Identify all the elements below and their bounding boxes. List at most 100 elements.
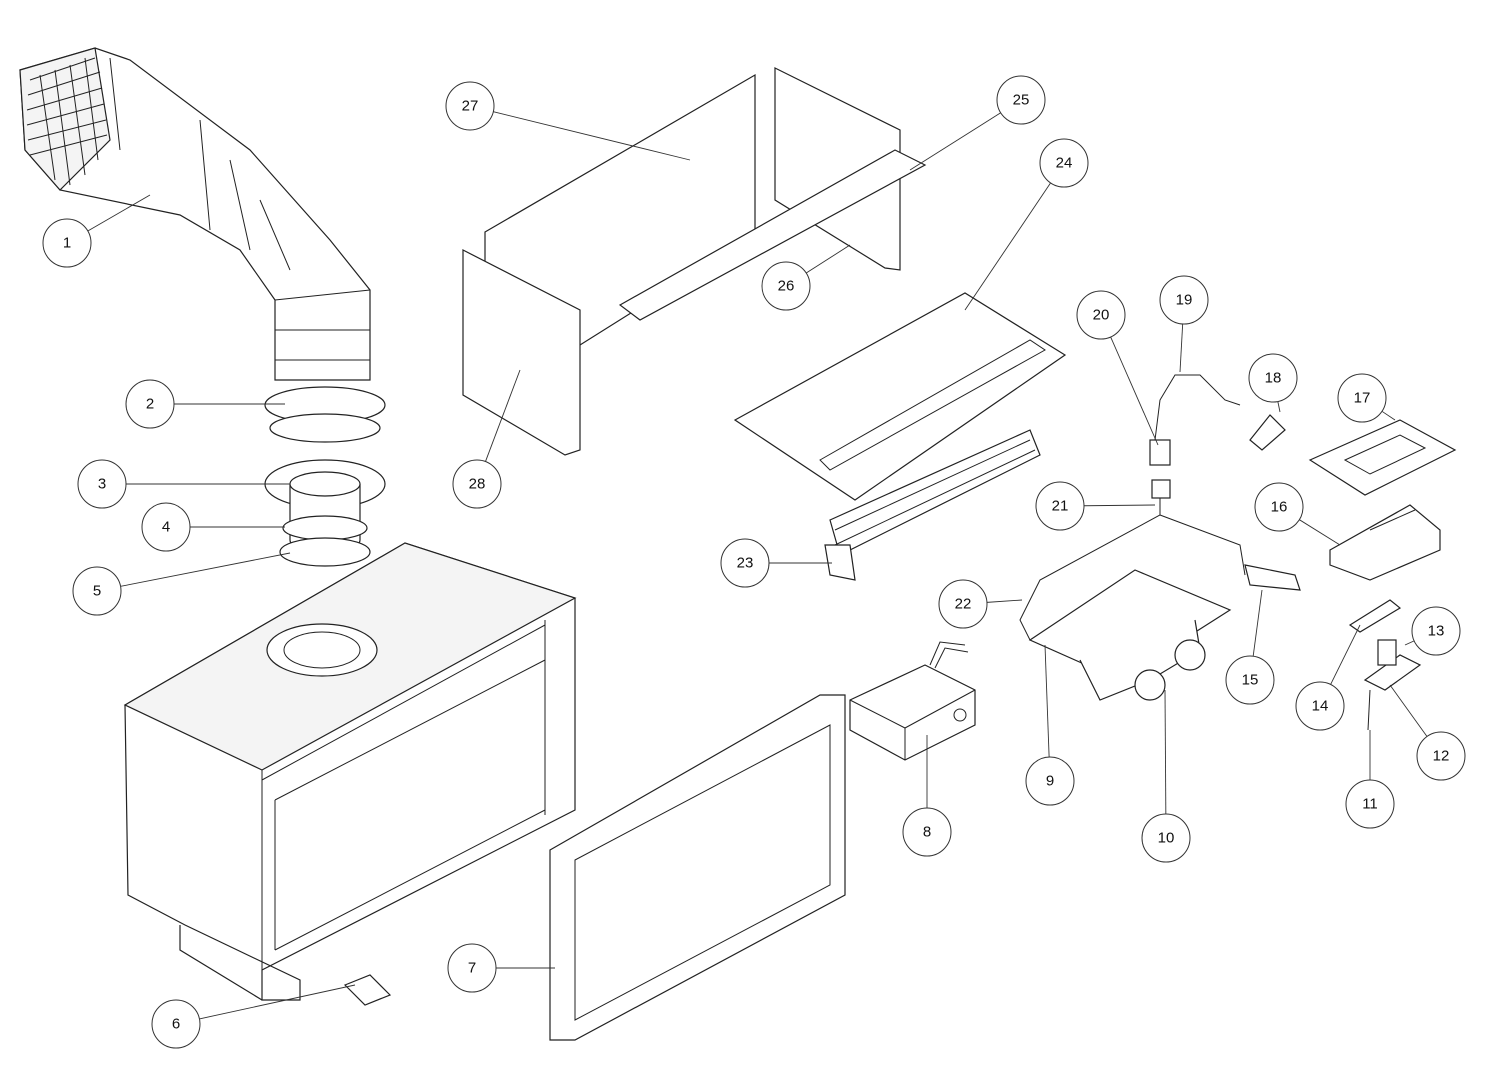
callout-circle [1254, 482, 1304, 532]
callout-18: 18 [1248, 353, 1298, 413]
part-plates [1308, 419, 1457, 581]
part-burner [733, 292, 1067, 581]
callout-circle [452, 459, 502, 509]
callout-circle [1159, 275, 1209, 325]
callout-10: 10 [1141, 689, 1191, 863]
callout-circle [125, 379, 175, 429]
callout-25: 25 [909, 75, 1046, 171]
callout-26: 26 [761, 244, 851, 311]
callout-number: 23 [737, 555, 754, 572]
callout-number: 1 [63, 235, 71, 252]
callout-circle [902, 807, 952, 857]
callout-number: 20 [1093, 307, 1110, 324]
callout-number: 25 [1013, 92, 1030, 109]
callout-circle [1345, 779, 1395, 829]
leader-line [1110, 336, 1159, 446]
leader-line [1404, 640, 1415, 646]
callout-number: 15 [1242, 672, 1259, 689]
callout-15: 15 [1225, 589, 1275, 705]
callout-5: 5 [72, 552, 291, 616]
leader-line [87, 194, 151, 232]
leader-line [493, 111, 691, 161]
callout-3: 3 [77, 459, 290, 509]
part-gas-valve [1019, 374, 1301, 701]
part-rings [264, 386, 386, 567]
callout-number: 9 [1046, 773, 1054, 790]
callout-circle [447, 943, 497, 993]
callout-number: 27 [462, 98, 479, 115]
callout-23: 23 [720, 538, 832, 588]
part-pilot [1348, 599, 1422, 731]
callout-27: 27 [445, 81, 691, 161]
callout-16: 16 [1254, 482, 1341, 546]
callout-9: 9 [1025, 644, 1075, 806]
callout-number: 8 [923, 824, 931, 841]
callout-circle [1416, 731, 1466, 781]
callout-2: 2 [125, 379, 285, 429]
leader-line [485, 369, 521, 462]
leader-line [199, 984, 356, 1020]
leader-line [1252, 589, 1263, 657]
callout-17: 17 [1337, 373, 1396, 423]
callout-number: 22 [955, 596, 972, 613]
callout-7: 7 [447, 943, 555, 993]
part-panels [462, 67, 927, 456]
callout-4: 4 [141, 502, 285, 552]
callout-14: 14 [1295, 624, 1361, 731]
callout-13: 13 [1404, 606, 1461, 656]
callout-8: 8 [902, 735, 952, 857]
callout-circle [1248, 353, 1298, 403]
callout-layer: 1234567891011121314151617181920212223242… [42, 75, 1466, 1049]
callout-number: 5 [93, 583, 101, 600]
callout-number: 3 [98, 476, 106, 493]
part-clip [343, 974, 392, 1006]
part-glass-frame [549, 694, 846, 1041]
callout-circle [1295, 681, 1345, 731]
callout-11: 11 [1345, 730, 1395, 829]
leader-line [1389, 684, 1428, 737]
callout-circle [1411, 606, 1461, 656]
callout-number: 28 [469, 476, 486, 493]
callout-12: 12 [1389, 684, 1466, 781]
callout-24: 24 [964, 138, 1089, 311]
callout-circle [938, 579, 988, 629]
callout-circle [720, 538, 770, 588]
leader-line [986, 599, 1023, 603]
callout-number: 21 [1052, 498, 1069, 515]
leader-line [805, 244, 851, 274]
callout-circle [445, 81, 495, 131]
callout-number: 7 [468, 960, 476, 977]
callout-number: 2 [146, 396, 154, 413]
callout-6: 6 [151, 984, 356, 1049]
callout-20: 20 [1076, 290, 1159, 446]
leader-line [1330, 624, 1361, 685]
leader-line [1299, 519, 1341, 546]
callout-circle [761, 261, 811, 311]
callout-number: 17 [1354, 390, 1371, 407]
callout-circle [1035, 481, 1085, 531]
leader-line [964, 182, 1051, 311]
callout-circle [1025, 756, 1075, 806]
callout-circle [1225, 655, 1275, 705]
callout-circle [72, 566, 122, 616]
callout-22: 22 [938, 579, 1023, 629]
leader-line [1164, 689, 1167, 815]
callout-circle [1076, 290, 1126, 340]
callout-number: 10 [1158, 830, 1175, 847]
callout-number: 13 [1428, 623, 1445, 640]
callout-circle [996, 75, 1046, 125]
callout-21: 21 [1035, 481, 1156, 531]
callout-number: 24 [1056, 155, 1073, 172]
part-firebox [123, 542, 577, 1001]
callout-number: 12 [1433, 748, 1450, 765]
callout-circle [151, 999, 201, 1049]
leader-line [1179, 323, 1184, 373]
leader-line [1083, 504, 1156, 507]
callout-circle [42, 218, 92, 268]
leader-line [120, 552, 291, 587]
part-control-box [849, 641, 976, 761]
callout-circle [1039, 138, 1089, 188]
leader-line [1381, 410, 1396, 421]
